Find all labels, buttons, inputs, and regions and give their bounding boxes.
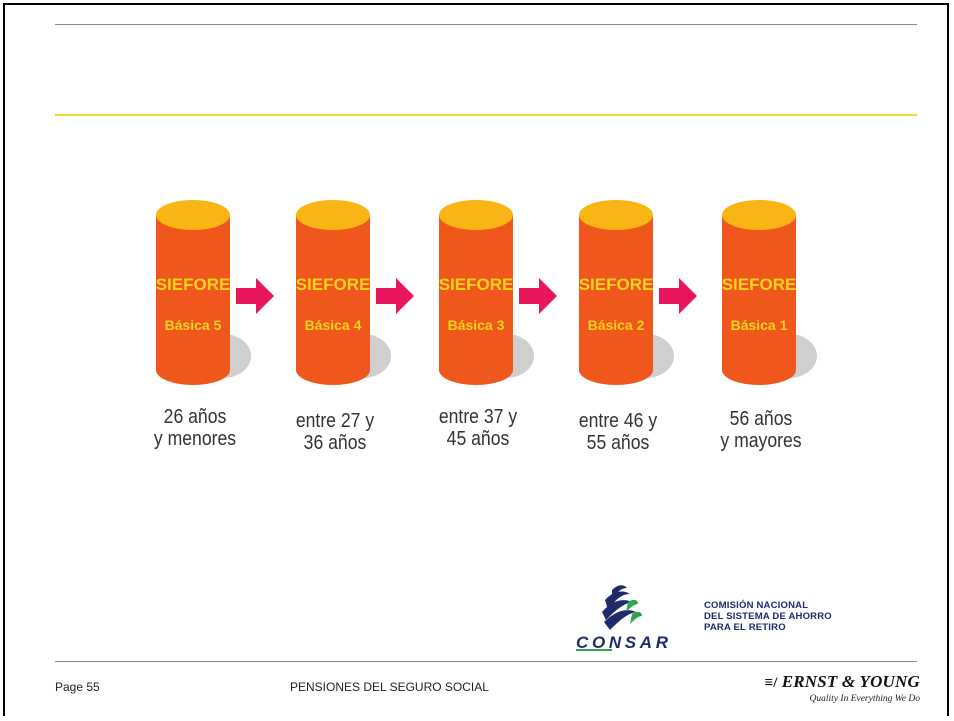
top-divider: [55, 24, 917, 25]
cylinder-title-basica-3: SIEFORE: [439, 275, 514, 294]
flow-arrow-icon: [519, 278, 557, 314]
cylinder-subtitle-basica-3: Básica 3: [448, 317, 505, 333]
cylinder-body-basica-5: [156, 215, 230, 385]
cylinder-body-basica-1: [722, 215, 796, 385]
cylinder-top-basica-2: [579, 200, 653, 230]
cylinder-subtitle-basica-2: Básica 2: [588, 317, 645, 333]
cylinder-top-basica-4: [296, 200, 370, 230]
cylinder-body-basica-4: [296, 215, 370, 385]
flow-arrow-icon: [376, 278, 414, 314]
cylinder-body-basica-2: [579, 215, 653, 385]
consar-logo: CONSAR: [576, 585, 669, 652]
cylinder-title-basica-1: SIEFORE: [722, 275, 797, 294]
slide-frame: [3, 3, 949, 716]
cylinder-body-basica-3: [439, 215, 513, 385]
cylinder-title-basica-4: SIEFORE: [296, 275, 371, 294]
ernst-young-logo: ≡/ERNST & YOUNG Quality In Everything We…: [760, 672, 920, 704]
cylinder-subtitle-basica-5: Básica 5: [165, 317, 222, 333]
cylinder-title-basica-2: SIEFORE: [579, 275, 654, 294]
cylinder-top-basica-5: [156, 200, 230, 230]
cylinder-subtitle-basica-1: Básica 1: [731, 317, 788, 333]
cylinder-top-basica-1: [722, 200, 796, 230]
consar-full-name: COMISIÓN NACIONAL DEL SISTEMA DE AHORRO …: [704, 600, 832, 633]
footer-title: PENSIONES DEL SEGURO SOCIAL: [290, 680, 489, 694]
flow-arrow-icon: [659, 278, 697, 314]
footer-divider: [55, 661, 917, 662]
ey-bars-icon: ≡/: [764, 675, 778, 691]
page-number: Page 55: [55, 680, 100, 694]
cylinder-title-basica-5: SIEFORE: [156, 275, 231, 294]
ey-tagline: Quality In Everything We Do: [809, 694, 920, 704]
flow-arrow-icon: [236, 278, 274, 314]
accent-divider: [55, 114, 917, 116]
cylinder-subtitle-basica-4: Básica 4: [305, 317, 362, 333]
ey-brand: ERNST & YOUNG: [781, 672, 920, 691]
consar-green-swoosh-icon: [626, 599, 642, 624]
consar-swoosh-icon: [602, 585, 636, 630]
cylinder-top-basica-3: [439, 200, 513, 230]
